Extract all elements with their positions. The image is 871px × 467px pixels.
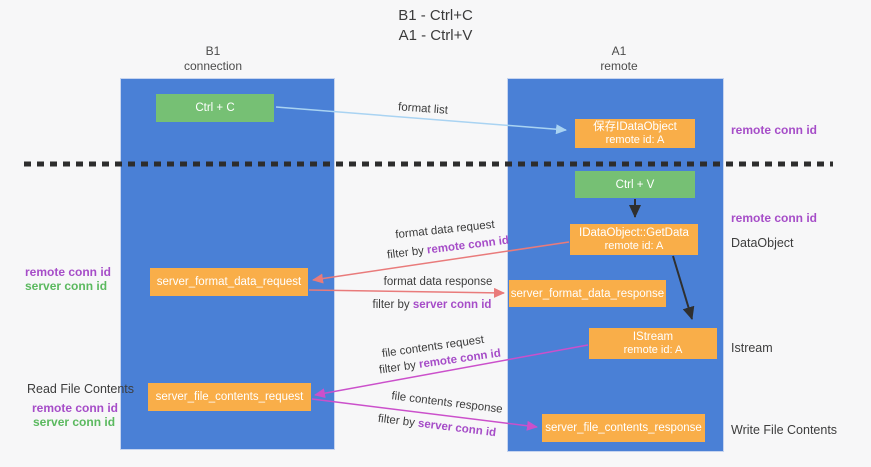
server-format-data-response-box: server_format_data_response (509, 280, 666, 307)
idataobject-getdata-box: IDataObject::GetData remote id: A (570, 224, 698, 255)
arrow-format-data-response (308, 287, 505, 298)
file-contents-response-label: file contents response (390, 390, 504, 416)
left-server-conn-id-format: server conn id (25, 279, 108, 293)
filter-by-text: filter by (377, 412, 419, 430)
left-remote-conn-id-file: remote conn id (32, 401, 119, 415)
istream-box: IStream remote id: A (589, 328, 717, 359)
diagram-title: B1 - Ctrl+C A1 - Ctrl+V (0, 6, 871, 46)
filter-by-text: filter by (378, 358, 420, 377)
save-idataobject-line1: 保存IDataObject (593, 120, 677, 133)
server-file-contents-response-label: server_file_contents_response (545, 422, 702, 434)
left-remote-conn-id-format: remote conn id (25, 265, 112, 279)
server-file-contents-request-box: server_file_contents_request (148, 383, 311, 411)
filter-by-text: filter by (372, 299, 413, 311)
server-conn-id-keyword: server conn id (417, 417, 497, 440)
server-file-contents-request-label: server_file_contents_request (155, 391, 304, 403)
title-line-2: A1 - Ctrl+V (398, 27, 473, 44)
ctrl-c-label: Ctrl + C (195, 102, 235, 114)
idataobject-getdata-line2: remote id: A (604, 239, 664, 252)
format-data-response-label: format data response (383, 276, 493, 288)
server-conn-id-keyword: server conn id (412, 299, 492, 311)
idataobject-getdata-line1: IDataObject::GetData (579, 226, 689, 239)
left-server-conn-id-file: server conn id (33, 415, 116, 429)
lane-a1-subtitle: remote (600, 59, 638, 73)
ctrl-v-label: Ctrl + V (615, 178, 655, 191)
lane-b1-title: B1 (205, 44, 221, 58)
server-format-data-response-label: server_format_data_response (510, 287, 665, 300)
right-dataobject-label: DataObject (731, 236, 794, 250)
save-idataobject-line2: remote id: A (605, 133, 665, 146)
remote-conn-id-keyword: remote conn id (426, 234, 510, 257)
format-data-response-filter-label: filter by server conn id (373, 299, 492, 311)
right-istream-label: Istream (731, 341, 773, 355)
title-line-1: B1 - Ctrl+C (398, 7, 473, 24)
server-format-data-request-label: server_format_data_request (156, 276, 302, 288)
lane-header-a1: A1 remote (549, 44, 689, 74)
server-file-contents-response-box: server_file_contents_response (542, 414, 705, 442)
right-remote-conn-id-mid: remote conn id (731, 211, 818, 225)
lane-a1-title: A1 (611, 44, 627, 58)
save-idataobject-box: 保存IDataObject remote id: A (575, 119, 695, 148)
istream-line1: IStream (632, 330, 674, 343)
lane-b1-subtitle: connection (183, 59, 243, 73)
istream-line2: remote id: A (623, 343, 683, 356)
ctrl-v-box: Ctrl + V (575, 171, 695, 198)
server-format-data-request-box: server_format_data_request (150, 268, 308, 296)
ctrl-c-box: Ctrl + C (156, 94, 274, 122)
format-list-label: format list (397, 101, 449, 117)
right-write-file-contents-label: Write File Contents (731, 423, 838, 437)
lane-header-b1: B1 connection (143, 44, 283, 74)
file-contents-response-filter-label: filter by server conn id (377, 413, 496, 439)
filter-by-text: filter by (386, 244, 428, 262)
left-read-file-contents-label: Read File Contents (27, 382, 135, 396)
right-remote-conn-id-top: remote conn id (731, 123, 818, 137)
